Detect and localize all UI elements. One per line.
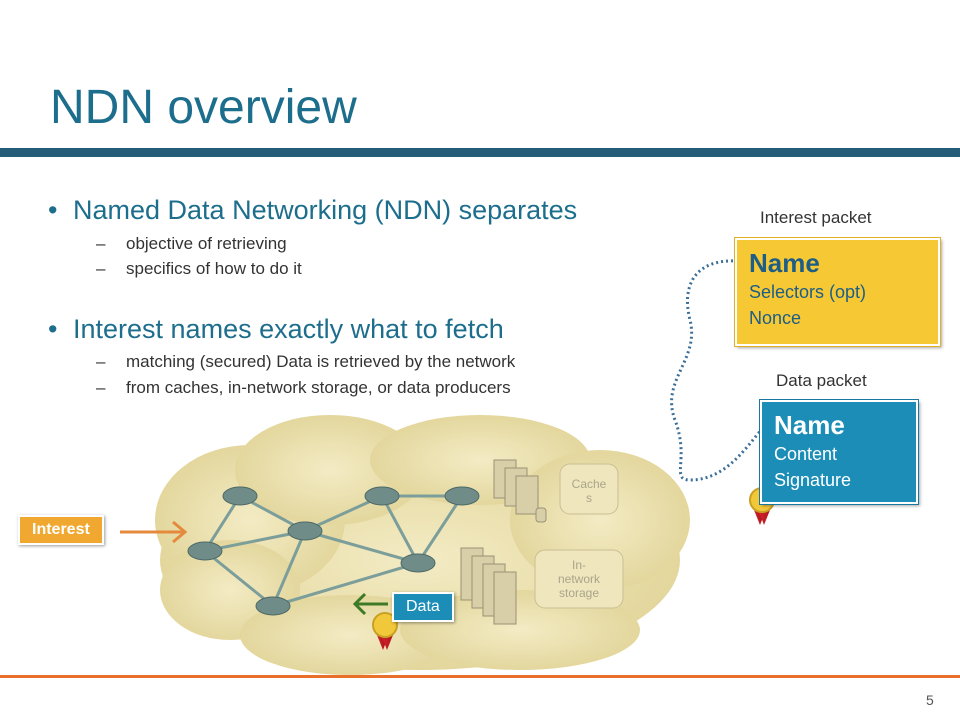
interest-packet-label: Interest packet <box>760 208 872 227</box>
sub-bullet-text: specifics of how to do it <box>126 259 302 278</box>
packet-connector <box>670 259 772 482</box>
data-packet-field: Signature <box>774 470 852 490</box>
interest-arrow-icon <box>120 520 188 544</box>
data-packet-label: Data packet <box>776 371 867 390</box>
footer-divider <box>0 675 960 678</box>
title-divider <box>0 148 960 157</box>
page-number: 5 <box>926 692 934 708</box>
interest-packet-field: Selectors (opt) <box>749 282 867 302</box>
data-packet-name: Name <box>774 410 845 440</box>
storage-server-icons <box>460 547 517 625</box>
bullet-2: • Interest names exactly what to fetch <box>48 314 504 345</box>
bullet-1: • Named Data Networking (NDN) separates <box>48 195 577 226</box>
interest-tag: Interest <box>18 515 104 545</box>
interest-packet-name: Name <box>749 248 820 278</box>
caches-box <box>559 463 619 515</box>
data-arrow-icon <box>352 592 388 616</box>
sub-bullet-text: from caches, in-network storage, or data… <box>126 378 511 397</box>
data-packet-field: Content <box>774 444 838 464</box>
cache-server-icons <box>493 459 547 523</box>
sub-bullet-text: matching (secured) Data is retrieved by … <box>126 352 516 371</box>
sub-bullet-text: objective of retrieving <box>126 234 287 253</box>
bullet-2-text: Interest names exactly what to fetch <box>73 314 504 344</box>
bullet-dot-icon: • <box>48 195 58 225</box>
sub-bullet-2-2: –from caches, in-network storage, or dat… <box>96 378 511 397</box>
in-network-storage-box <box>534 549 624 609</box>
interest-packet: Name Selectors (opt) Nonce <box>734 237 941 347</box>
sub-bullet-2-1: –matching (secured) Data is retrieved by… <box>96 352 516 371</box>
data-tag: Data <box>392 592 454 622</box>
bullet-1-text: Named Data Networking (NDN) separates <box>73 195 578 225</box>
data-packet: Name Content Signature <box>759 399 919 505</box>
router-icons <box>187 486 480 616</box>
data-medal-icon <box>372 612 398 650</box>
bullet-dot-icon: • <box>48 314 58 344</box>
interest-packet-field: Nonce <box>749 308 802 328</box>
slide-title: NDN overview <box>50 81 357 134</box>
sub-bullet-1-1: –objective of retrieving <box>96 234 287 253</box>
sub-bullet-1-2: –specifics of how to do it <box>96 259 302 278</box>
